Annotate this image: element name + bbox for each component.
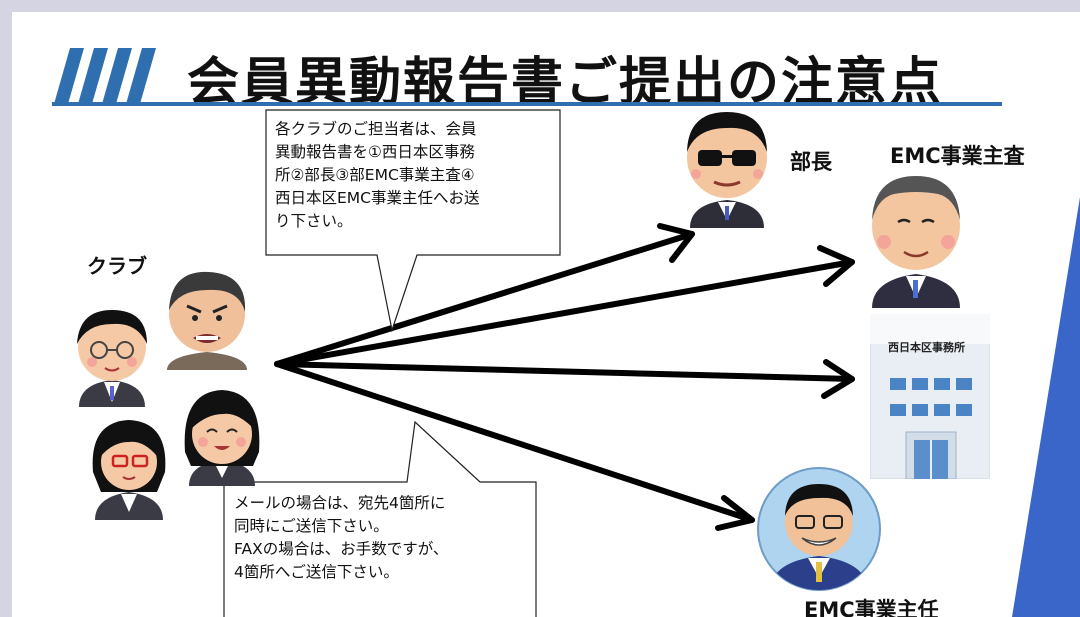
callout-bottom-line: FAXの場合は、お手数ですが、 — [234, 540, 449, 558]
emc-shusa-label: EMC事業主査 — [890, 144, 1025, 168]
club-members-illustration — [77, 271, 260, 520]
callout-bottom-line: メールの場合は、宛先4箇所に — [234, 494, 446, 512]
office-building-icon — [870, 314, 990, 479]
arrow-to-emc-shunin — [274, 361, 755, 523]
right-decor-band — [1012, 197, 1080, 617]
callout-top-line: 異動報告書を①西日本区事務 — [275, 143, 475, 161]
callout-top-box — [265, 109, 561, 333]
callout-bottom-text: メールの場合は、宛先4箇所に 同時にご送信下さい。 FAXの場合は、お手数ですが… — [234, 492, 448, 584]
emc-shunin-illustration — [757, 467, 881, 591]
slide: 会員異動報告書ご提出の注意点 各クラブのご担当者は、会員 異動報告書を①西日本区… — [12, 12, 1080, 617]
bucho-illustration — [687, 112, 767, 228]
emc-shunin-label: EMC事業主任 — [804, 598, 939, 617]
emc-shusa-illustration — [872, 176, 960, 308]
callout-top-text: 各クラブのご担当者は、会員 異動報告書を①西日本区事務 所②部長③部EMC事業主… — [275, 118, 480, 233]
club-man-glasses-icon — [77, 310, 147, 407]
club-woman-glasses-icon — [92, 420, 166, 520]
callout-bottom-line: 4箇所へご送信下さい。 — [234, 563, 399, 581]
club-label: クラブ — [87, 254, 147, 278]
title-stripes-icon — [54, 48, 156, 104]
arrows-layer — [274, 223, 855, 531]
callout-top-line: り下さい。 — [275, 212, 353, 230]
arrowhead-emc-shusa — [817, 245, 855, 287]
arrowhead-office — [821, 359, 855, 399]
title-underline — [52, 102, 1002, 106]
bucho-label: 部長 — [790, 150, 832, 174]
arrow-to-office — [274, 361, 855, 382]
callout-top-line: 西日本区EMC事業主任へお送 — [275, 189, 480, 207]
callout-top-line: 各クラブのご担当者は、会員 — [275, 120, 477, 138]
office-sign: 西日本区事務所 — [888, 341, 965, 354]
arrow-to-bucho — [274, 231, 695, 367]
club-woman-smiling-icon — [184, 390, 260, 486]
arrowhead-bucho — [657, 223, 695, 263]
arrow-to-emc-shusa — [274, 259, 855, 367]
callout-bottom-line: 同時にご送信下さい。 — [234, 517, 389, 535]
arrowhead-emc-shunin — [715, 495, 755, 531]
club-man-angry-icon — [167, 271, 247, 370]
callout-top-line: 所②部長③部EMC事業主査④ — [275, 166, 475, 184]
